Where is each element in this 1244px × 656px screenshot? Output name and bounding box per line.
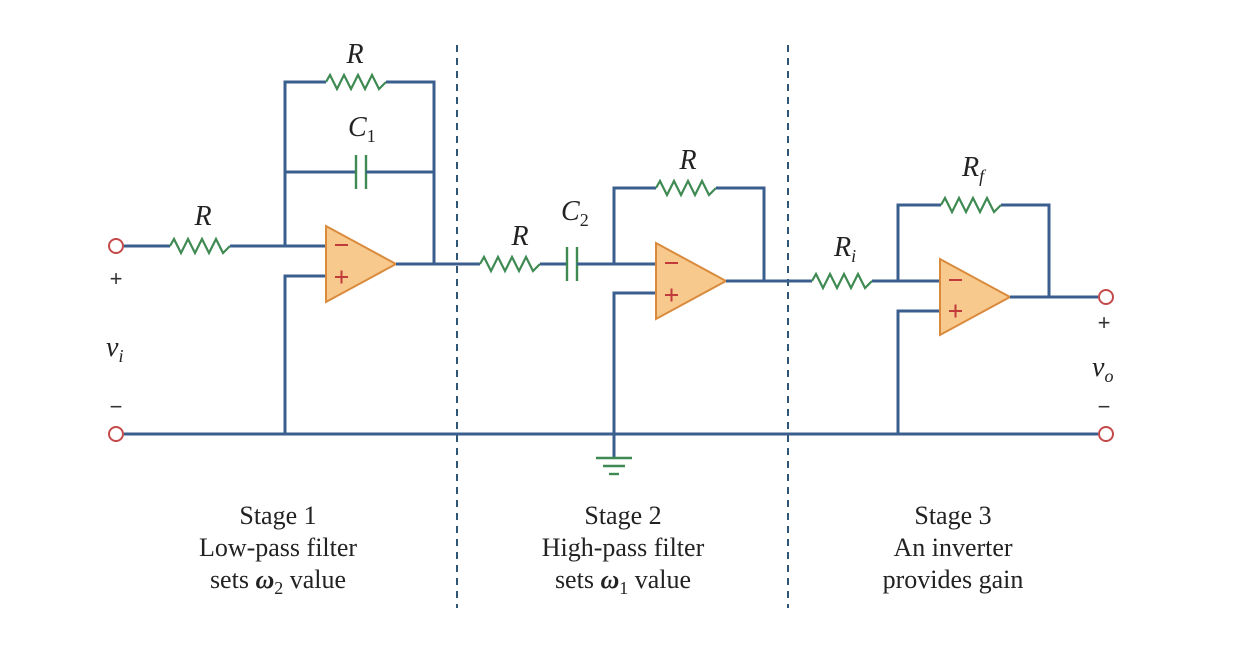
stage-2-caption: Stage 2 High-pass filter sets ω1 value bbox=[542, 501, 705, 598]
stage2-plus-to-ground bbox=[612, 291, 656, 458]
output-terminal-top bbox=[1098, 289, 1114, 305]
stage3-plus-to-ground bbox=[896, 309, 940, 434]
stage1-input-resistor-label: R bbox=[193, 201, 211, 232]
input-terminal-bottom bbox=[108, 426, 124, 442]
stage-2-description: High-pass filter bbox=[542, 533, 705, 562]
stage3-input-resistor-label: Ri bbox=[833, 232, 856, 266]
input-plus-sign: + bbox=[110, 266, 123, 291]
stage-2-title: Stage 2 bbox=[584, 501, 661, 530]
stage-1-role: sets ω2 value bbox=[210, 565, 346, 598]
stage3-feedback-resistor-label: Rf bbox=[961, 152, 987, 186]
stage3-input-resistor bbox=[811, 271, 873, 291]
stage1-feedback-resistor bbox=[325, 72, 387, 92]
stage1-input-resistor bbox=[169, 236, 231, 256]
stage-3-caption: Stage 3 An inverter provides gain bbox=[883, 501, 1024, 594]
output-minus-sign: − bbox=[1098, 394, 1111, 419]
output-terminal-bottom bbox=[1098, 426, 1114, 442]
stage-1-caption: Stage 1 Low-pass filter sets ω2 value bbox=[199, 501, 357, 598]
stage3-feedback-right bbox=[1001, 203, 1051, 297]
stage2-capacitor-label: C2 bbox=[561, 196, 589, 230]
stage-3-circuit bbox=[811, 195, 1098, 434]
stage-3-role: provides gain bbox=[883, 565, 1024, 594]
stage2-feedback-resistor-label: R bbox=[678, 145, 696, 176]
stage-2-circuit bbox=[479, 178, 812, 476]
stage2-feedback-resistor bbox=[655, 178, 717, 198]
stage2-feedback-left bbox=[612, 186, 656, 264]
stage3-feedback-resistor bbox=[940, 195, 1002, 215]
input-voltage-label: vi bbox=[106, 332, 123, 366]
stage2-series-resistor bbox=[479, 254, 541, 274]
input-terminal-top bbox=[108, 238, 124, 254]
stage-2-role: sets ω1 value bbox=[555, 565, 691, 598]
input-minus-sign: − bbox=[110, 394, 123, 419]
stage1-capacitor-label: C1 bbox=[348, 112, 376, 146]
stage1-opamp bbox=[325, 224, 399, 304]
stage1-plus-to-ground bbox=[283, 274, 326, 434]
stage2-series-resistor-label: R bbox=[510, 221, 528, 252]
output-voltage-label: vo bbox=[1092, 352, 1113, 386]
stage1-feedback-right bbox=[386, 80, 436, 264]
stage-3-description: An inverter bbox=[893, 533, 1012, 562]
stage-3-title: Stage 3 bbox=[914, 501, 991, 530]
stage3-opamp bbox=[939, 257, 1013, 337]
stage1-feedback-left bbox=[283, 80, 326, 246]
stage1-feedback-resistor-label: R bbox=[345, 39, 363, 70]
output-plus-sign: + bbox=[1098, 310, 1111, 335]
stage-1-description: Low-pass filter bbox=[199, 533, 357, 562]
stage3-feedback-left bbox=[896, 203, 941, 281]
stage-1-circuit bbox=[124, 72, 480, 434]
stage2-feedback-right bbox=[716, 186, 766, 281]
stage2-opamp bbox=[655, 241, 729, 321]
stage-1-title: Stage 1 bbox=[239, 501, 316, 530]
